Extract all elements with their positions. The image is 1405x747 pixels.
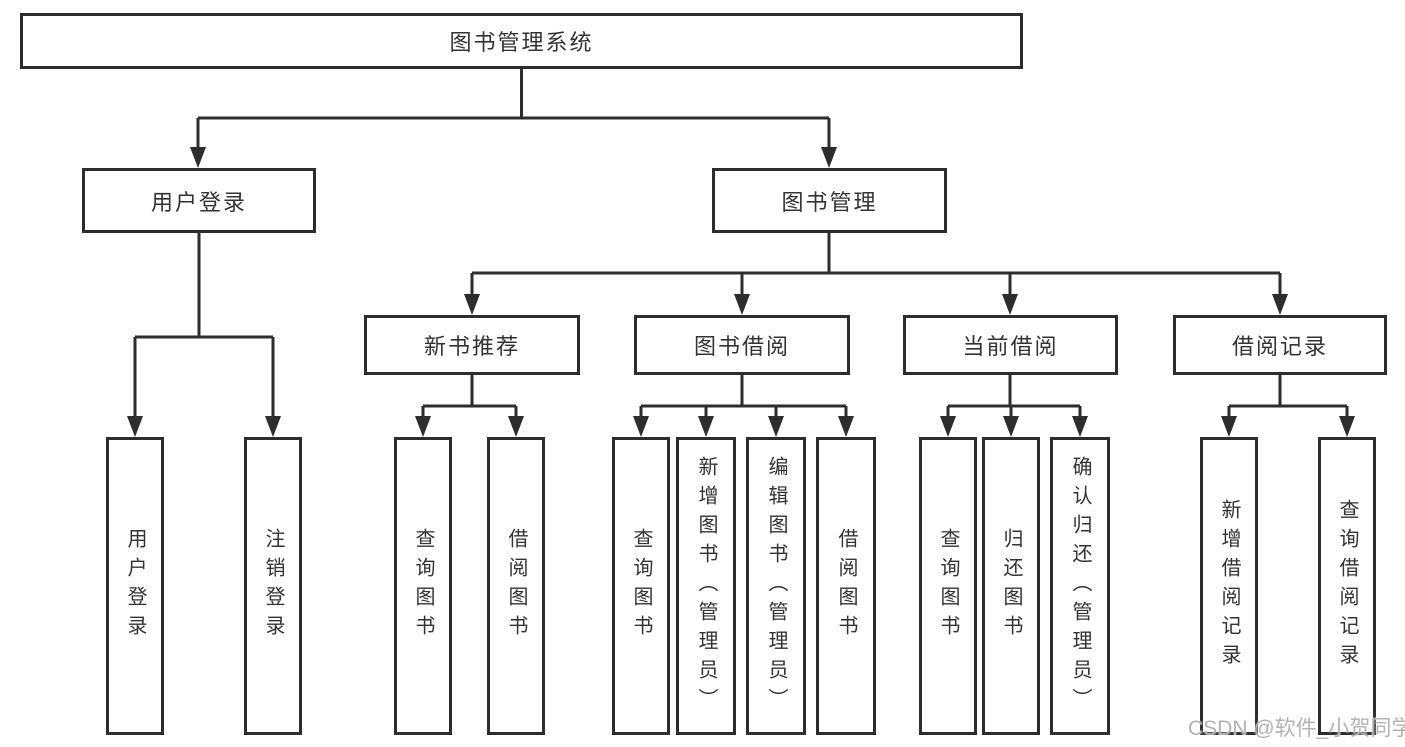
arrowhead-icon: [940, 416, 956, 437]
arrowhead-icon: [415, 416, 431, 437]
arrowhead-icon: [1002, 294, 1018, 315]
node-label: 归还图书: [1000, 528, 1022, 644]
arrowhead-icon: [127, 416, 143, 437]
connector-current-to-leaves: [946, 375, 1082, 419]
node-label: 用户登录: [150, 189, 247, 215]
leaf-borrow-books-recommend: 借阅图书: [487, 437, 545, 735]
leaf-confirm-return-admin: 确认归还（管理员）: [1050, 437, 1110, 735]
leaf-edit-books-admin: 编辑图书（管理员）: [746, 437, 806, 735]
node-label: 当前借阅: [962, 334, 1059, 359]
arrowhead-icon: [190, 147, 206, 168]
arrowhead-icon: [821, 147, 837, 168]
leaf-return-books: 归还图书: [982, 437, 1040, 735]
leaf-query-books-current: 查询图书: [919, 437, 977, 735]
node-label: 确认归还（管理员）: [1069, 455, 1091, 717]
leaf-logout: 注销登录: [244, 437, 302, 735]
node-label: 查询图书: [937, 528, 959, 644]
arrowhead-icon: [734, 294, 750, 315]
node-label: 借阅图书: [505, 528, 527, 644]
connector-borrow-to-leaves: [639, 375, 848, 419]
leaf-add-borrow-record: 新增借阅记录: [1200, 437, 1258, 735]
arrowhead-icon: [1221, 416, 1237, 437]
node-label: 借阅记录: [1231, 334, 1328, 359]
node-label: 查询图书: [630, 528, 652, 644]
node-label: 借阅图书: [835, 528, 857, 644]
node-user-login: 用户登录: [82, 168, 316, 233]
arrowhead-icon: [838, 416, 854, 437]
arrowhead-icon: [1072, 416, 1088, 437]
node-label: 查询借阅记录: [1336, 499, 1358, 673]
csdn-watermark: CSDN @软件_小贺同学: [1188, 717, 1405, 740]
node-borrow-records: 借阅记录: [1173, 315, 1387, 375]
node-label: 查询图书: [412, 528, 434, 644]
connector-recommend-to-leaves: [421, 375, 518, 419]
arrowhead-icon: [1003, 416, 1019, 437]
connector-records-to-leaves: [1227, 375, 1349, 419]
arrowhead-icon: [265, 416, 281, 437]
arrowhead-icon: [464, 294, 480, 315]
node-label: 图书管理系统: [449, 30, 594, 55]
leaf-user-login: 用户登录: [106, 437, 164, 735]
node-label: 图书借阅: [693, 334, 790, 359]
leaf-add-books-admin: 新增图书（管理员）: [676, 437, 736, 735]
leaf-query-borrow-record: 查询借阅记录: [1318, 437, 1376, 735]
node-label: 注销登录: [262, 528, 284, 644]
arrowhead-icon: [633, 416, 649, 437]
arrowhead-icon: [768, 416, 784, 437]
arrowhead-icon: [698, 416, 714, 437]
node-book-management: 图书管理: [712, 168, 947, 233]
node-book-borrow: 图书借阅: [634, 315, 850, 375]
connector-login-to-leaves: [133, 233, 275, 419]
node-label: 图书管理: [781, 189, 878, 215]
node-label: 用户登录: [124, 528, 146, 644]
node-label: 新书推荐: [423, 334, 520, 359]
node-label: 新增借阅记录: [1218, 499, 1240, 673]
leaf-query-books-borrow: 查询图书: [612, 437, 670, 735]
node-current-borrow: 当前借阅: [903, 315, 1118, 375]
arrowhead-icon: [508, 416, 524, 437]
connector-root-to-level2: [196, 69, 831, 150]
node-label: 编辑图书（管理员）: [765, 455, 787, 717]
node-label: 新增图书（管理员）: [695, 455, 717, 717]
connector-management-to-level3: [470, 233, 1282, 297]
arrowhead-icon: [1272, 294, 1288, 315]
arrowhead-icon: [1339, 416, 1355, 437]
node-new-book-recommend: 新书推荐: [364, 315, 580, 375]
leaf-query-books-recommend: 查询图书: [394, 437, 452, 735]
node-library-system: 图书管理系统: [20, 13, 1023, 69]
leaf-borrow-books: 借阅图书: [816, 437, 876, 735]
